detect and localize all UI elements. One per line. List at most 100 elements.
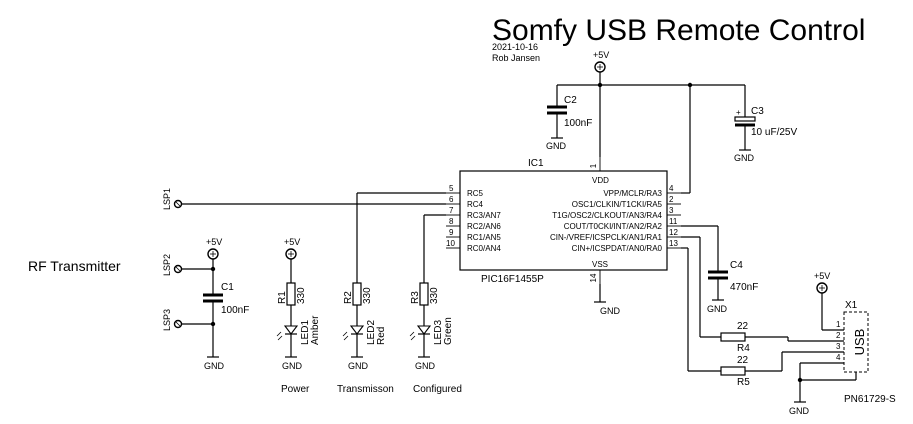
led3-color: Green xyxy=(443,317,454,345)
ic1-body xyxy=(459,170,668,271)
ic1-pin-number: 11 xyxy=(669,217,678,226)
gnd-label: GND xyxy=(546,141,567,151)
gnd-label: GND xyxy=(348,361,369,371)
vcc-label: +5V xyxy=(206,237,222,247)
led1-caption: Power xyxy=(281,384,310,395)
r3-ref: R3 xyxy=(410,291,421,304)
ic1-pin-name: RC2/AN6 xyxy=(467,222,501,231)
usb-label: USB xyxy=(852,329,867,356)
led2-color: Red xyxy=(376,327,387,345)
led2-branch: R2 330 LED2 Red GND Transmisson xyxy=(337,192,446,395)
ic1: IC1 PIC16F1455P VDD VSS RC5 RC4 RC3/AN7 … xyxy=(446,157,681,285)
vcc-label: +5V xyxy=(814,271,830,281)
led1-color: Amber xyxy=(310,315,321,345)
c2-ref: C2 xyxy=(564,95,577,106)
usb-connector: +5V USB X1 1 2 3 4 GND PN61729-S xyxy=(789,271,896,416)
ic1-vss-label: VSS xyxy=(592,260,608,269)
ic1-pin-number: 2 xyxy=(669,195,674,204)
ic1-pin-name: RC3/AN7 xyxy=(467,211,501,220)
ic1-pin-number: 4 xyxy=(669,184,674,193)
c3-polarity: + xyxy=(736,108,741,117)
supply-top: +5V C2 100nF GND + C3 10 uF/25V GND xyxy=(546,50,797,194)
ic1-pin-number: 7 xyxy=(449,206,454,215)
r1-body xyxy=(286,282,296,306)
ic1-pin-number: 9 xyxy=(449,228,454,237)
ic1-pin-number: 12 xyxy=(669,228,678,237)
c4-network: C4 470nF GND xyxy=(681,225,758,314)
gnd-label: GND xyxy=(789,406,810,416)
r1-value: 330 xyxy=(296,287,307,304)
schematic-title: Somfy USB Remote Control xyxy=(492,14,865,47)
ic1-pin-name: T1G/OSC2/CLKOUT/AN3/RA4 xyxy=(552,211,662,220)
ic1-pin-number: 14 xyxy=(589,273,598,282)
ic1-pin-name: OSC1/CLKIN/T1CKI/RA5 xyxy=(572,200,663,209)
gnd-label: GND xyxy=(415,361,436,371)
r2-value: 330 xyxy=(362,287,373,304)
ic1-pin-name: VPP/MCLR/RA3 xyxy=(603,189,662,198)
ic1-pin-name: RC1/AN5 xyxy=(467,233,501,242)
usb-data-lines: 22 R4 22 R5 xyxy=(681,236,844,388)
usb-pin-number: 2 xyxy=(836,331,841,340)
r3-body xyxy=(419,282,429,306)
led3-caption: Configured xyxy=(413,384,462,395)
schematic-author: Rob Jansen xyxy=(492,53,540,63)
ic1-pin-name: CIN-/VREF/ICSPCLK/AN1/RA1 xyxy=(550,233,663,242)
r4-body xyxy=(720,332,746,342)
c1-ref: C1 xyxy=(221,282,234,293)
r2-ref: R2 xyxy=(343,291,354,304)
led2-ref: LED2 xyxy=(366,320,377,345)
led1-ref: LED1 xyxy=(300,320,311,345)
r5-body xyxy=(720,366,746,376)
lsp1-terminal xyxy=(173,199,183,209)
ic1-part: PIC16F1455P xyxy=(481,274,544,285)
ic1-pin-number: 8 xyxy=(449,217,454,226)
gnd-label: GND xyxy=(204,361,225,371)
x1-ref: X1 xyxy=(845,300,858,311)
r4-ref: R4 xyxy=(737,343,750,354)
c4-value: 470nF xyxy=(730,282,758,293)
ic1-pin-number: 1 xyxy=(589,163,598,168)
ic1-pin-name: RC4 xyxy=(467,200,484,209)
usb-pin-number: 3 xyxy=(836,342,841,351)
ic1-pin-number: 6 xyxy=(449,195,454,204)
r5-value: 22 xyxy=(737,355,749,366)
gnd-label: GND xyxy=(600,306,621,316)
lsp2-terminal xyxy=(173,264,183,274)
ic1-pin-number: 13 xyxy=(669,239,678,248)
ic1-pin-name: RC0/AN4 xyxy=(467,244,501,253)
vcc-label: +5V xyxy=(593,50,609,60)
ic1-pin-name: COUT/T0CKI/INT/AN2/RA2 xyxy=(564,222,663,231)
c3-value: 10 uF/25V xyxy=(751,127,797,138)
r2-body xyxy=(352,282,362,306)
ic1-ref: IC1 xyxy=(528,158,544,169)
gnd-label: GND xyxy=(282,361,303,371)
ic1-vdd-label: VDD xyxy=(592,176,609,185)
lsp3-label: LSP3 xyxy=(162,309,172,331)
led3-branch: R3 330 LED3 Green GND Configured xyxy=(409,214,462,395)
usb-pin-number: 1 xyxy=(836,320,841,329)
lsp2-label: LSP2 xyxy=(162,254,172,276)
lsp3-terminal xyxy=(173,319,183,329)
lsp1-label: LSP1 xyxy=(162,188,172,210)
rf-connectors: LSP1 LSP2 LSP3 xyxy=(162,188,446,331)
vcc-label: +5V xyxy=(284,237,300,247)
ic1-pin-number: 3 xyxy=(669,206,674,215)
gnd-label: GND xyxy=(707,304,728,314)
c1-network: +5V C1 100nF GND xyxy=(203,237,249,371)
usb-pin-number: 4 xyxy=(836,353,841,362)
x1-part: PN61729-S xyxy=(844,394,896,405)
r4-value: 22 xyxy=(737,321,749,332)
schematic-date: 2021-10-16 xyxy=(492,42,538,52)
rf-transmitter-label: RF Transmitter xyxy=(28,258,121,274)
c4-ref: C4 xyxy=(730,260,743,271)
led1-branch: +5V R1 330 LED1 Amber GND Power xyxy=(276,237,321,395)
gnd-label: GND xyxy=(734,153,755,163)
ic1-pin-name: RC5 xyxy=(467,189,484,198)
r3-value: 330 xyxy=(429,287,440,304)
c1-value: 100nF xyxy=(221,305,249,316)
led3-ref: LED3 xyxy=(433,320,444,345)
c2-value: 100nF xyxy=(564,118,592,129)
led2-caption: Transmisson xyxy=(337,384,394,395)
r1-ref: R1 xyxy=(277,291,288,304)
